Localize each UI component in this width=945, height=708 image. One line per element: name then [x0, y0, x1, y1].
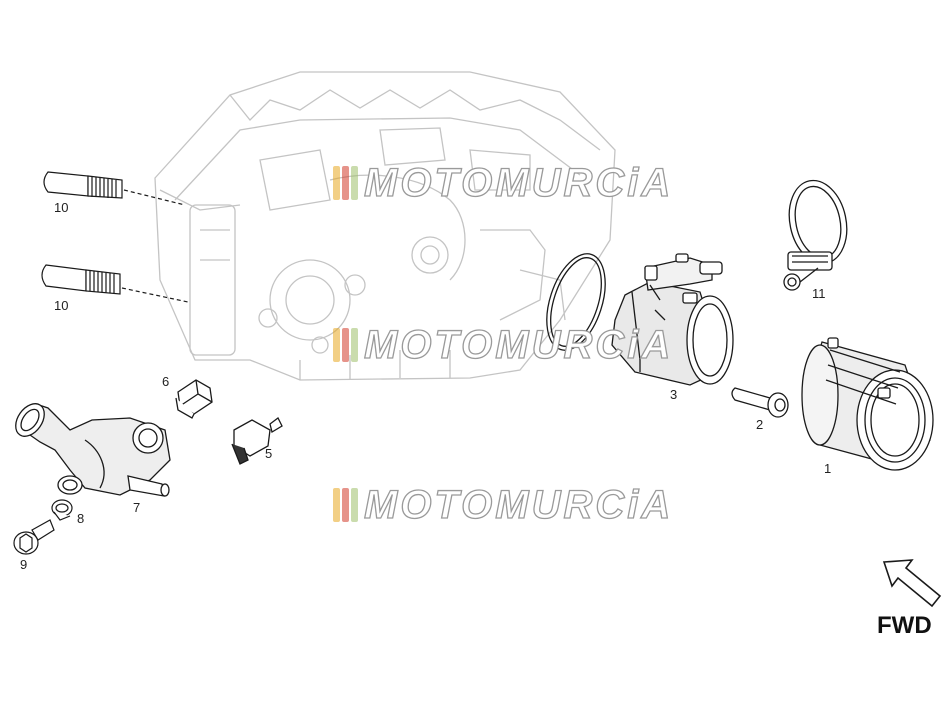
bolt: [731, 387, 789, 418]
callout-2: 2: [756, 417, 764, 432]
stripe-3: [351, 166, 358, 200]
callout-8: 8: [77, 511, 85, 526]
watermark-stripes: [333, 488, 358, 522]
temp-sensor: [231, 417, 283, 465]
screw: [13, 519, 55, 555]
callout-10-lower: 10: [54, 298, 69, 313]
watermark-text: MOTOMURCiA: [363, 483, 674, 527]
watermark-text: MOTOMURCiA: [363, 323, 674, 367]
watermark-text: MOTOMURCiA: [363, 161, 674, 205]
o-ring: [546, 253, 606, 351]
stud-upper: [43, 171, 186, 206]
callout-7: 7: [133, 500, 141, 515]
callout-10-upper: 10: [54, 200, 69, 215]
callout-9: 9: [20, 557, 28, 572]
stripe-2: [342, 488, 349, 522]
stripe-1: [333, 166, 340, 200]
stripe-1: [333, 488, 340, 522]
stripe-2: [342, 166, 349, 200]
sleeve: [51, 499, 73, 521]
throttle-adapter: [611, 253, 734, 386]
watermark: MOTOMURCiA: [333, 161, 674, 205]
stripe-1: [333, 328, 340, 362]
stripe-3: [351, 328, 358, 362]
thermostat-housing: [15, 403, 171, 497]
callout-1: 1: [824, 461, 832, 476]
cylinder-head-ghost: [154, 71, 616, 381]
fwd-label: FWD: [877, 612, 932, 639]
watermark-stripes: [333, 166, 358, 200]
fwd-arrow-icon: [882, 559, 942, 608]
watermark-stripes: [333, 328, 358, 362]
callout-5: 5: [265, 446, 273, 461]
stripe-2: [342, 328, 349, 362]
intake-boot: [801, 337, 934, 471]
callout-11: 11: [812, 286, 826, 301]
watermark: MOTOMURCiA: [333, 323, 674, 367]
drain-plug: [175, 379, 213, 419]
callout-6: 6: [162, 374, 170, 389]
watermark: MOTOMURCiA: [333, 483, 674, 527]
stud-lower: [41, 264, 189, 303]
stripe-3: [351, 488, 358, 522]
hose-clamp: [783, 179, 848, 291]
callout-3: 3: [670, 387, 678, 402]
